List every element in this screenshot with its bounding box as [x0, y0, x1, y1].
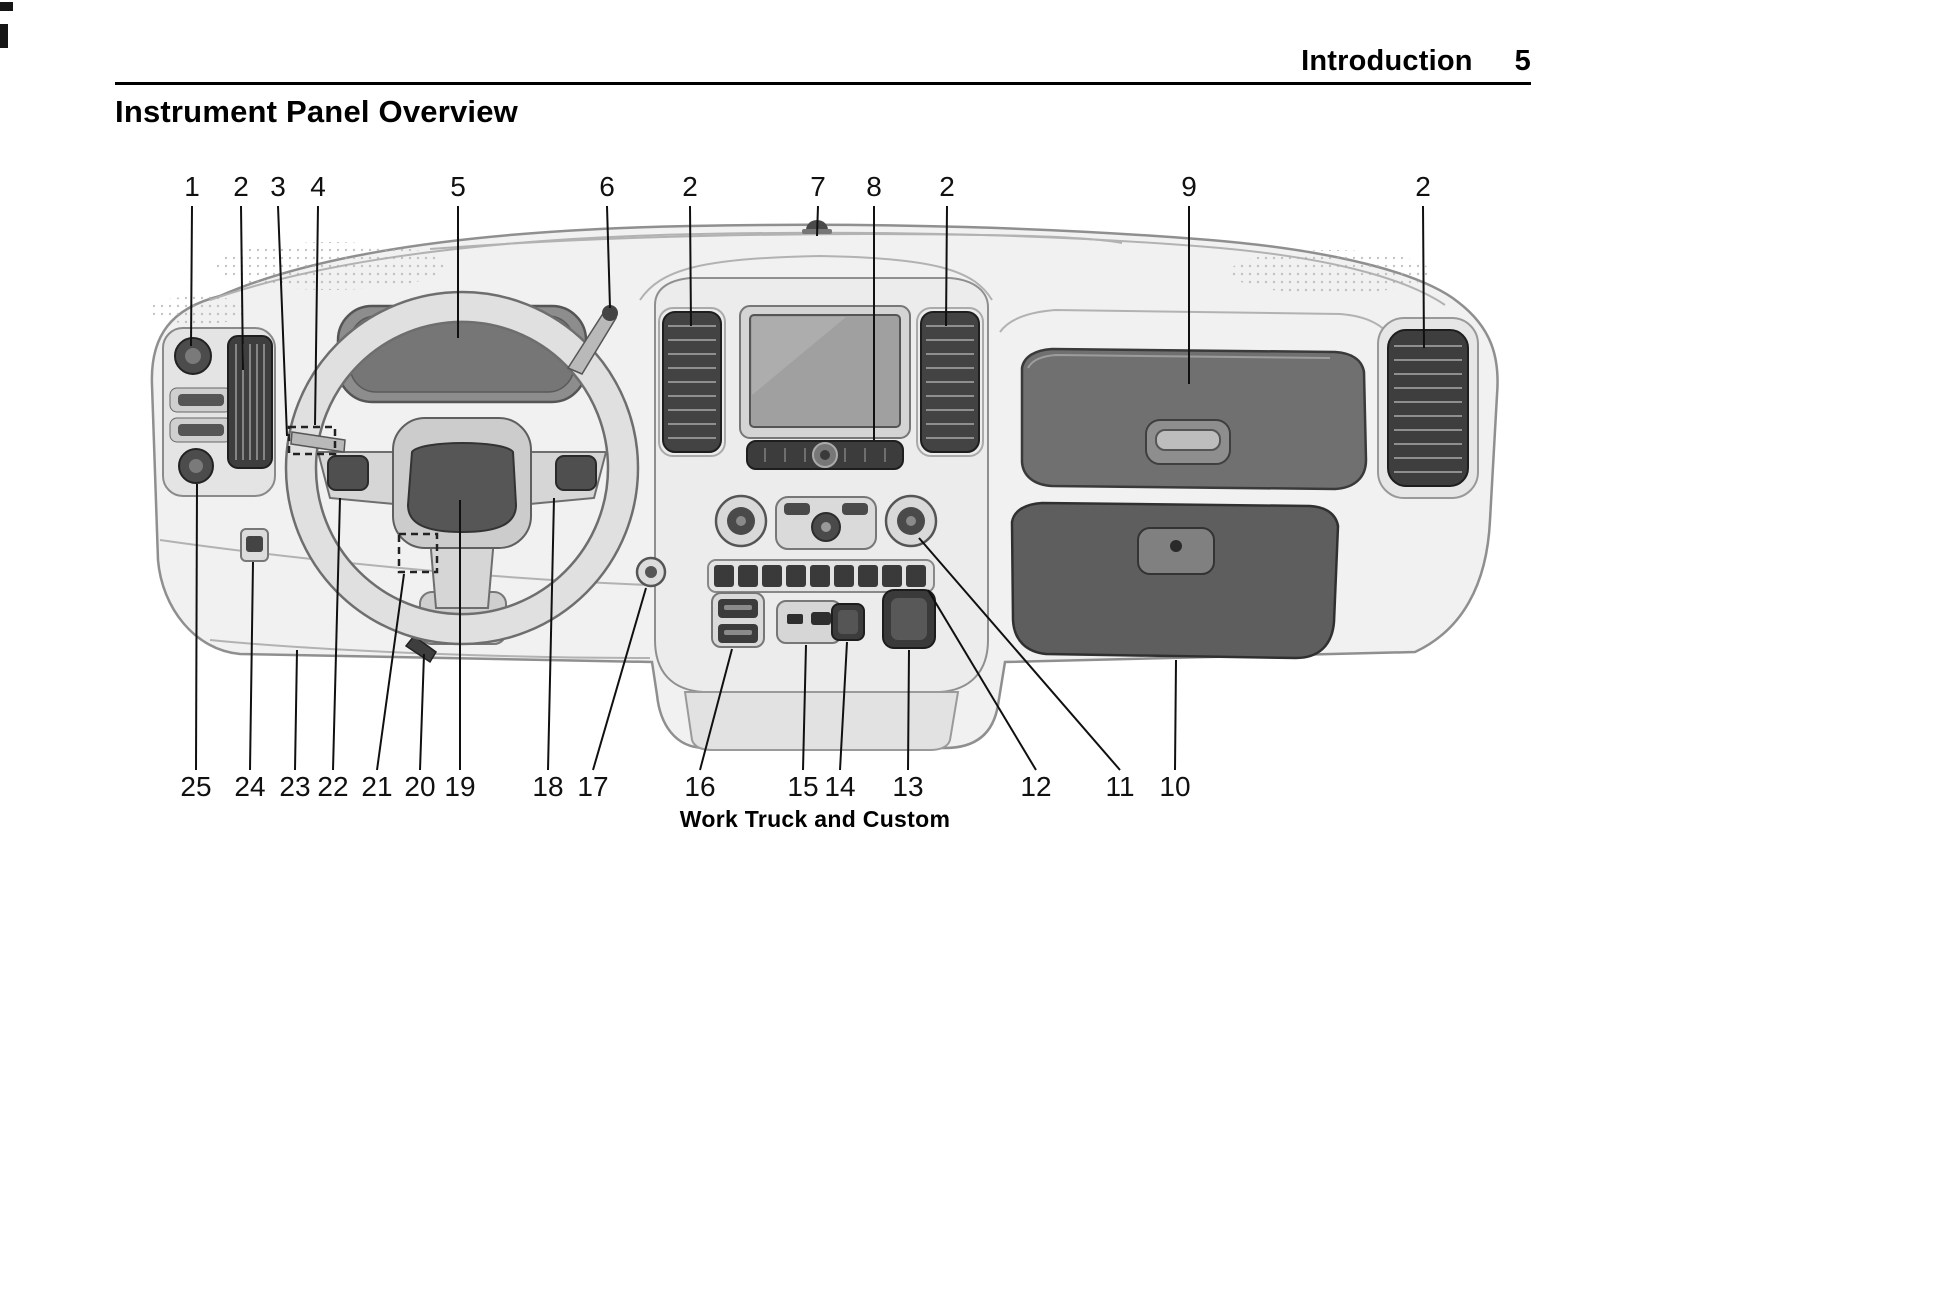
- infotainment-display: [739, 305, 911, 439]
- callout-line-18: [547, 497, 555, 771]
- callout-number-2: 2: [1415, 171, 1431, 202]
- turn-signal-lever: [290, 431, 346, 453]
- center-stack: [654, 277, 989, 751]
- callout-number-2: 2: [233, 171, 249, 202]
- airbag-pad: [406, 442, 518, 534]
- callout-number-2: 2: [939, 171, 955, 202]
- callout-number-2: 2: [682, 171, 698, 202]
- header-rule: [115, 82, 1531, 85]
- callout-number-9: 9: [1181, 171, 1197, 202]
- callout-line-4: [314, 205, 319, 426]
- passenger-side: [1010, 317, 1479, 660]
- callout-number-7: 7: [810, 171, 826, 202]
- radio-controls: [746, 440, 904, 470]
- callout-number-3: 3: [270, 171, 286, 202]
- wiper-lever: [566, 305, 618, 375]
- callout-line-2: [1422, 205, 1425, 349]
- callout-line-13: [907, 649, 910, 771]
- callout-line-6: [606, 205, 611, 309]
- infotainment-button: [831, 603, 865, 641]
- callout-line-2: [240, 205, 244, 371]
- scan-artifact: [0, 2, 13, 48]
- callout-number-19: 19: [444, 771, 475, 802]
- callout-number-22: 22: [317, 771, 348, 802]
- start-button: [635, 556, 667, 588]
- aux-icon: [787, 614, 803, 624]
- figure-caption: Work Truck and Custom: [679, 806, 951, 832]
- speaker-grille-stipple: [150, 242, 1430, 324]
- tilt-lever: [404, 634, 437, 664]
- callout-number-25: 25: [180, 771, 211, 802]
- callout-number-20: 20: [404, 771, 435, 802]
- climate-controls: [714, 494, 938, 550]
- callout-line-15: [802, 644, 807, 771]
- climate-button-row: [707, 559, 935, 593]
- right-outboard-vent: [1377, 317, 1479, 499]
- callout-line-3: [277, 205, 288, 437]
- callout-line-23: [294, 649, 298, 771]
- center-right-vent: [916, 307, 984, 457]
- callout-line-21: [376, 573, 405, 771]
- callout-number-6: 6: [599, 171, 615, 202]
- callout-number-15: 15: [787, 771, 818, 802]
- right-wheel-controls: [555, 455, 597, 491]
- callout-line-1: [190, 205, 193, 347]
- callout-line-25: [195, 483, 198, 771]
- callout-line-7: [816, 205, 819, 237]
- glove-box-lock: [1170, 540, 1182, 552]
- lower-left-switch: [240, 528, 269, 562]
- callout-number-24: 24: [234, 771, 265, 802]
- callout-number-1: 1: [184, 171, 200, 202]
- running-header: Introduction 5: [115, 44, 1531, 78]
- callout-line-2: [689, 205, 692, 327]
- callout-number-18: 18: [532, 771, 563, 802]
- console-lower: [683, 691, 960, 751]
- header-section-title: Introduction: [1301, 45, 1473, 77]
- page-title: Instrument Panel Overview: [115, 94, 518, 129]
- header-page-number: 5: [1514, 45, 1531, 77]
- power-outlet: [882, 589, 936, 649]
- callout-line-12: [927, 589, 1037, 771]
- callout-number-23: 23: [279, 771, 310, 802]
- upper-storage: [1020, 347, 1368, 491]
- usb-ports: [776, 600, 842, 644]
- callout-number-17: 17: [577, 771, 608, 802]
- callout-line-22: [332, 497, 341, 771]
- callout-line-17: [592, 587, 647, 771]
- callout-number-4: 4: [310, 171, 326, 202]
- callout-line-24: [249, 561, 254, 771]
- callout-number-21: 21: [361, 771, 392, 802]
- callout-number-14: 14: [824, 771, 855, 802]
- callout-number-12: 12: [1020, 771, 1051, 802]
- callout-line-2: [945, 205, 948, 327]
- callout-line-10: [1174, 659, 1177, 771]
- dashed-callout-boxes: [287, 425, 439, 574]
- callout-line-14: [839, 641, 848, 771]
- callout-number-13: 13: [892, 771, 923, 802]
- callout-line-16: [699, 648, 733, 771]
- callout-number-10: 10: [1159, 771, 1190, 802]
- center-left-vent: [658, 307, 726, 457]
- callout-number-8: 8: [866, 171, 882, 202]
- lower-switch-bank: [711, 592, 765, 648]
- callout-line-11: [918, 537, 1121, 771]
- usb-icon: [811, 612, 831, 625]
- callout-number-5: 5: [450, 171, 466, 202]
- left-wheel-controls: [327, 455, 369, 491]
- callout-line-20: [419, 653, 425, 771]
- callout-number-16: 16: [684, 771, 715, 802]
- callout-number-11: 11: [1105, 771, 1134, 802]
- glove-box: [1010, 501, 1340, 660]
- steering-wheel: [284, 290, 640, 646]
- left-outboard-vent: [227, 335, 273, 469]
